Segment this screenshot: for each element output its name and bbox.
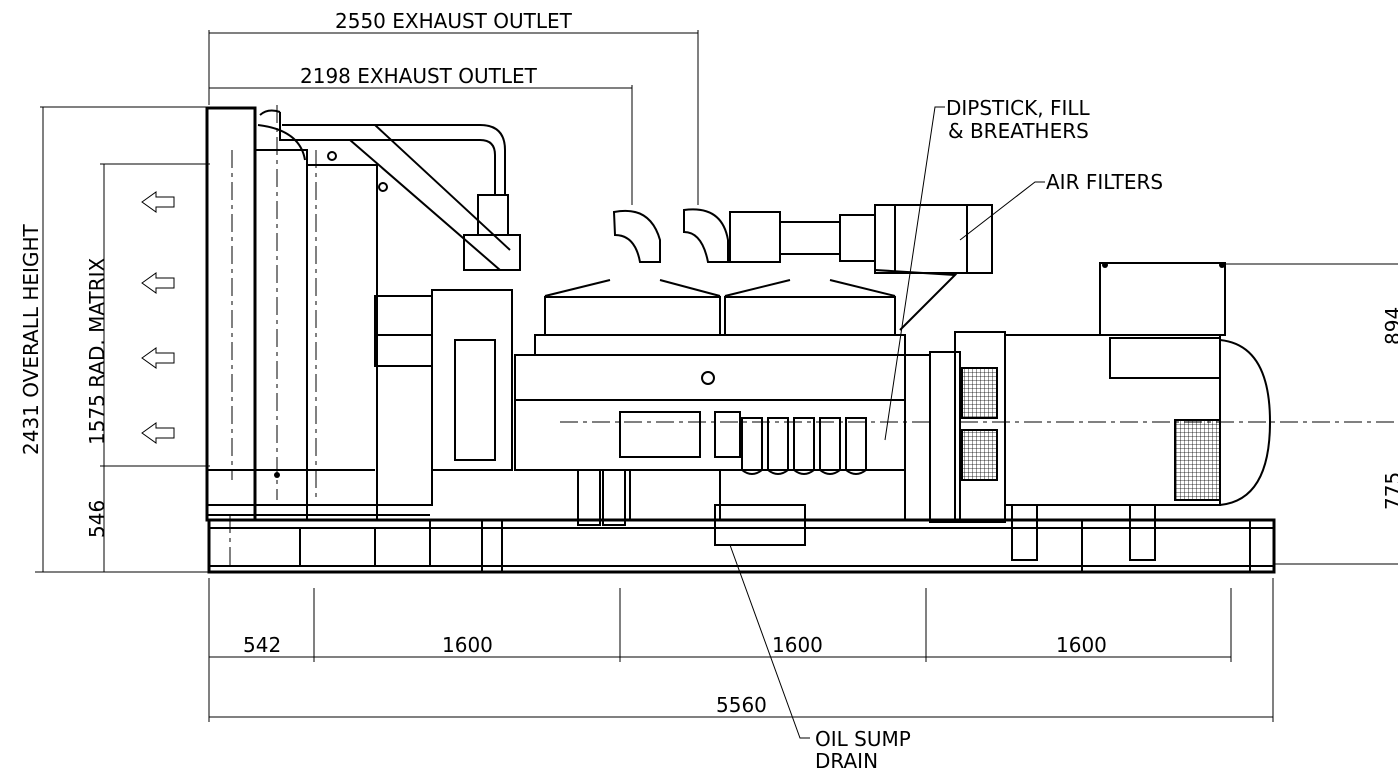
dimension-bottom-segments: 542 1600 1600 1600 5560 <box>208 578 1274 722</box>
label-2550-exhaust-outlet: 2550 EXHAUST OUTLET <box>335 9 573 33</box>
exhaust-pipes <box>257 109 521 271</box>
dimension-2550-exhaust: 2550 EXHAUST OUTLET <box>208 9 699 205</box>
label-oil-sump-line1: OIL SUMP <box>815 727 911 751</box>
label-right-bottom: 775 <box>1381 472 1398 510</box>
label-dipstick-line2: & BREATHERS <box>948 119 1089 143</box>
label-right-top: 894 <box>1381 307 1398 345</box>
label-5560: 5560 <box>716 693 767 717</box>
label-1600-a: 1600 <box>442 633 493 657</box>
label-1600-c: 1600 <box>1056 633 1107 657</box>
label-546: 546 <box>85 500 109 538</box>
alternator <box>929 262 1272 561</box>
label-2198-exhaust-outlet: 2198 EXHAUST OUTLET <box>300 64 538 88</box>
label-dipstick-line1: DIPSTICK, FILL <box>946 96 1091 120</box>
dimension-base-height: 546 <box>85 500 109 538</box>
dimension-rad-matrix: 1575 RAD. MATRIX <box>85 163 210 572</box>
label-air-filters: AIR FILTERS <box>1046 170 1163 194</box>
dimension-2198-exhaust: 2198 EXHAUST OUTLET <box>209 64 633 205</box>
label-rad-matrix: 1575 RAD. MATRIX <box>85 257 109 445</box>
label-1600-b: 1600 <box>772 633 823 657</box>
callout-oil-sump: OIL SUMP DRAIN <box>729 544 911 772</box>
label-overall-height: 2431 OVERALL HEIGHT <box>19 224 43 455</box>
label-oil-sump-line2: DRAIN <box>815 749 878 772</box>
label-542: 542 <box>243 633 281 657</box>
base-frame <box>207 515 1276 574</box>
callout-dipstick: DIPSTICK, FILL & BREATHERS <box>884 96 1091 441</box>
callout-air-filters: AIR FILTERS <box>959 170 1163 241</box>
engine <box>431 204 993 546</box>
airflow-arrows <box>141 191 175 444</box>
radiator <box>205 105 433 522</box>
dimension-overall-height: 2431 OVERALL HEIGHT <box>19 106 210 572</box>
